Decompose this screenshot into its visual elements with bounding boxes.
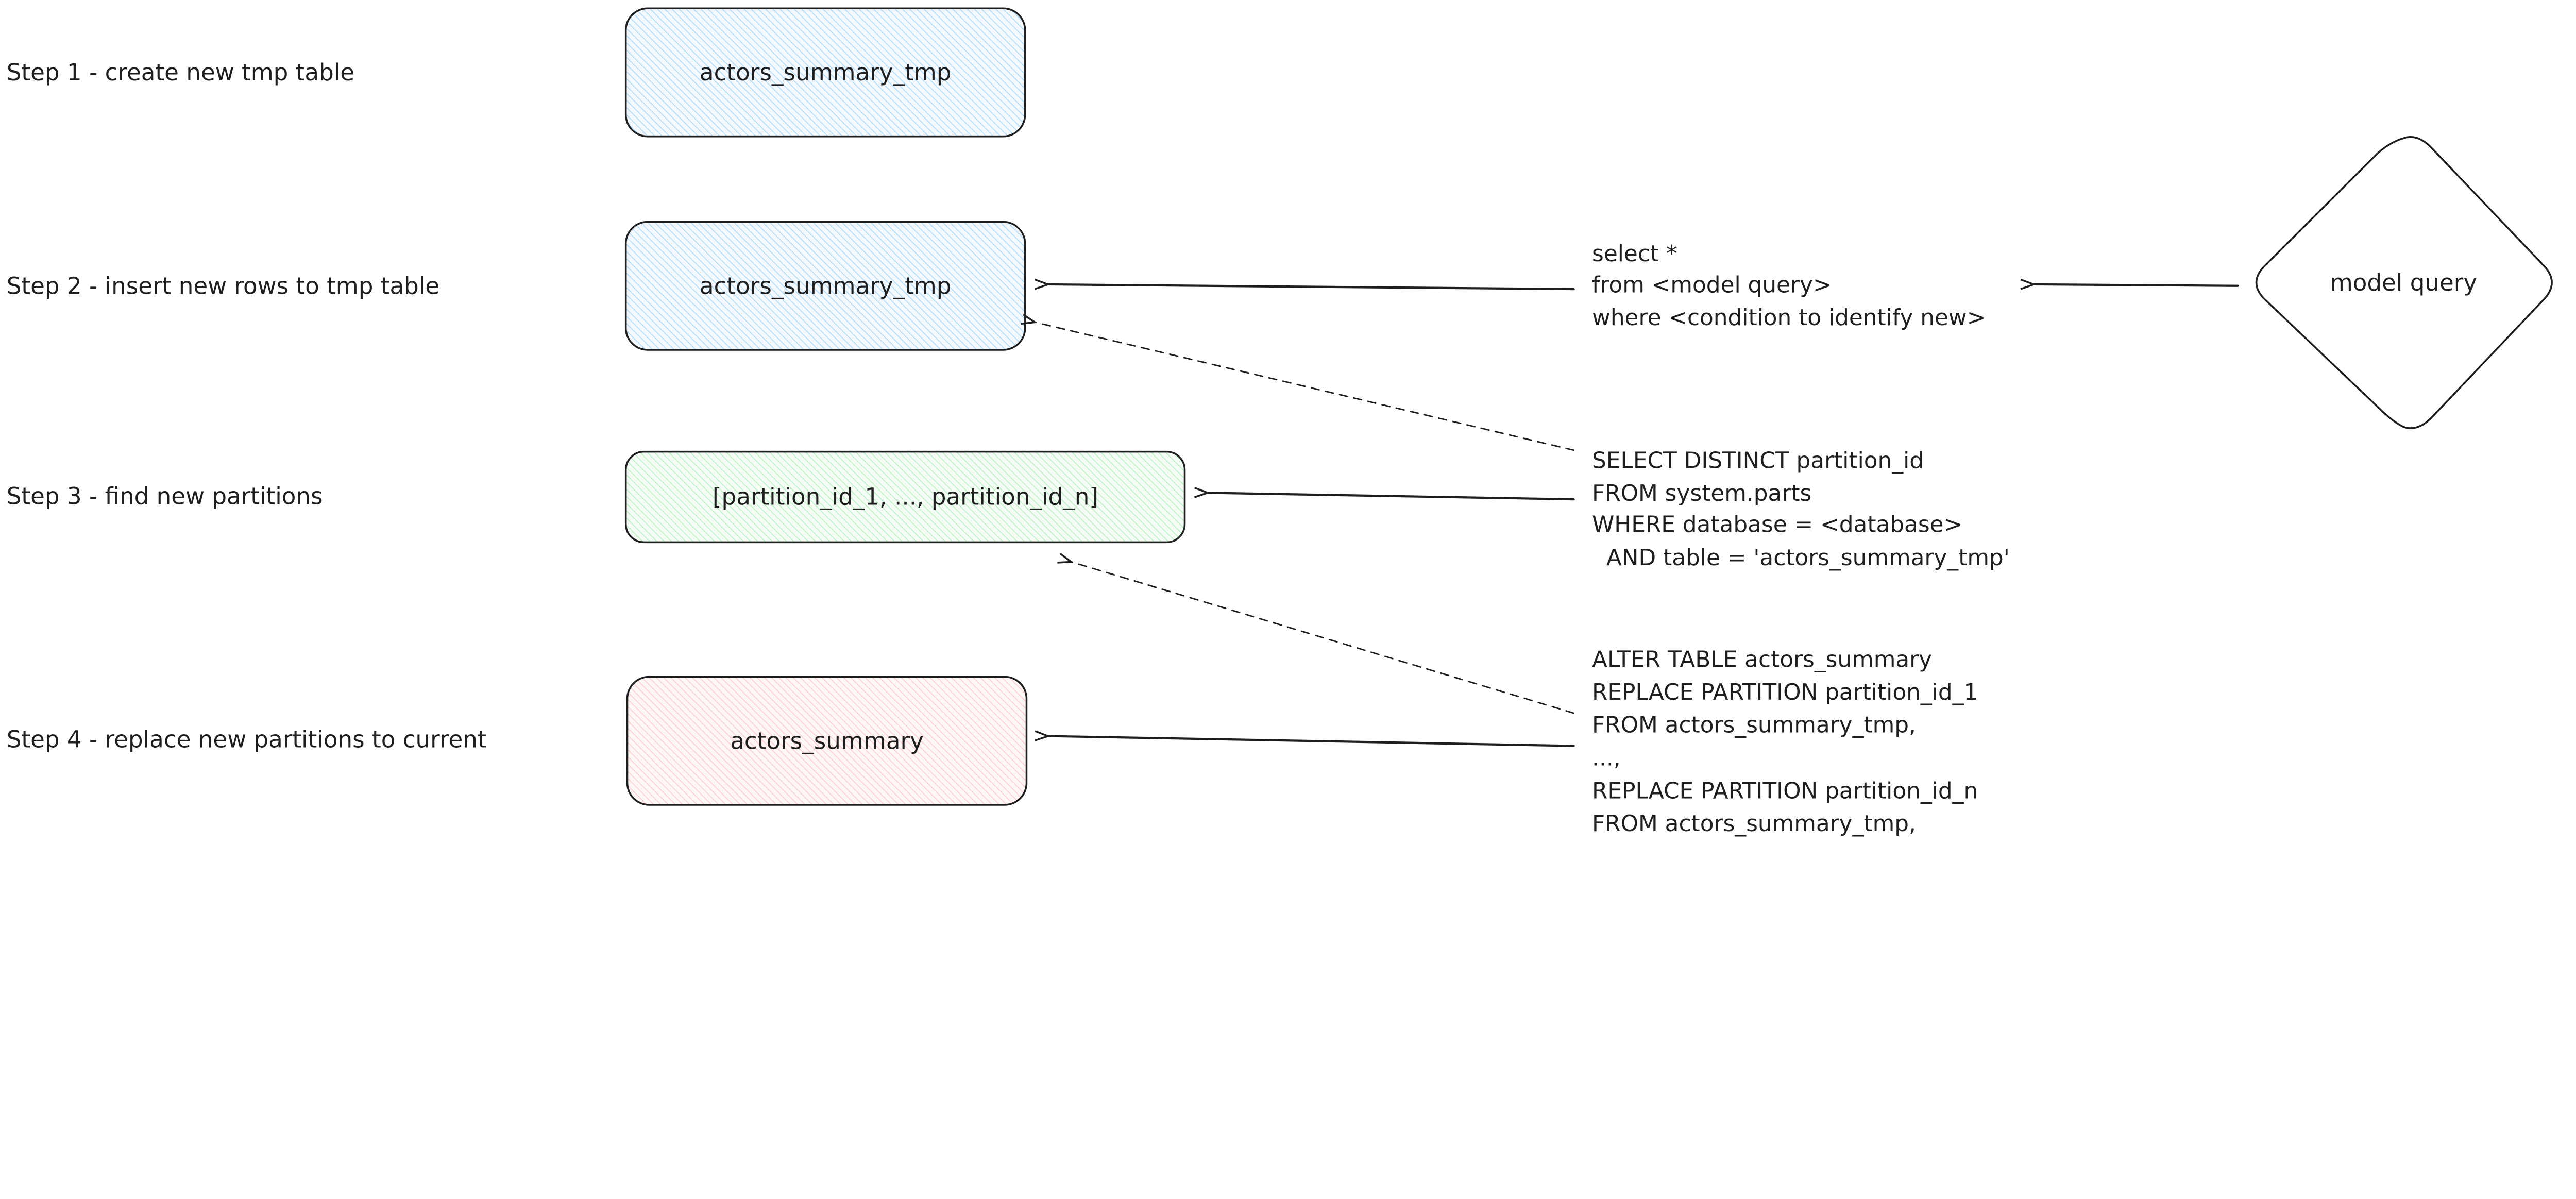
tmp-table-label: actors_summary_tmp xyxy=(700,272,952,299)
svg-text:REPLACE PARTITION partition_id: REPLACE PARTITION partition_id_n xyxy=(1592,778,1978,804)
partitions-label: [partition_id_1, ..., partition_id_n] xyxy=(713,483,1098,511)
svg-text:REPLACE PARTITION partition_id: REPLACE PARTITION partition_id_1 xyxy=(1592,679,1978,705)
arrow-replace-to-target xyxy=(1048,736,1575,747)
partitions-box[interactable]: [partition_id_1, ..., partition_id_n] xyxy=(624,450,1186,544)
step-1-label: Step 1 - create new tmp table xyxy=(7,59,354,86)
target-table-label: actors_summary xyxy=(730,727,924,754)
step-3-label: Step 3 - find new partitions xyxy=(7,482,323,510)
svg-text:FROM actors_summary_tmp,: FROM actors_summary_tmp, xyxy=(1592,712,1916,738)
model-query-diamond[interactable]: model query xyxy=(2255,136,2553,429)
dashed-arrow-partitions-query-to-tmp xyxy=(1035,322,1575,451)
svg-text:AND table = 'actors_summary_tm: AND table = 'actors_summary_tmp' xyxy=(1592,545,2010,571)
model-query-label: model query xyxy=(2330,269,2477,296)
replace-query-text: ALTER TABLE actors_summary REPLACE PARTI… xyxy=(1592,646,1978,836)
arrow-query-to-partitions xyxy=(1208,493,1575,501)
step-4-label: Step 4 - replace new partitions to curre… xyxy=(7,725,487,753)
arrow-model-to-insert xyxy=(2034,284,2239,286)
target-table-box[interactable]: actors_summary xyxy=(626,676,1028,806)
svg-text:from <model query>: from <model query> xyxy=(1592,272,1832,298)
svg-text:SELECT DISTINCT partition_id: SELECT DISTINCT partition_id xyxy=(1592,447,1924,474)
svg-text:FROM actors_summary_tmp,: FROM actors_summary_tmp, xyxy=(1592,810,1916,837)
svg-text:where <condition to identify n: where <condition to identify new> xyxy=(1592,305,1986,331)
dashed-arrow-replace-to-partitions xyxy=(1071,562,1575,714)
svg-text:...,: ..., xyxy=(1592,745,1621,771)
insert-query-text: select * from <model query> where <condi… xyxy=(1592,241,1986,331)
partitions-query-text: SELECT DISTINCT partition_id FROM system… xyxy=(1592,447,2010,570)
arrow-insert-to-tmp xyxy=(1048,284,1575,291)
step-2-label: Step 2 - insert new rows to tmp table xyxy=(7,272,439,299)
svg-text:WHERE database = <database>: WHERE database = <database> xyxy=(1592,512,1962,538)
tmp-table-label: actors_summary_tmp xyxy=(700,59,952,86)
svg-text:FROM system.parts: FROM system.parts xyxy=(1592,480,1811,506)
svg-text:ALTER TABLE actors_summary: ALTER TABLE actors_summary xyxy=(1592,646,1932,672)
tmp-table-box-step2[interactable]: actors_summary_tmp xyxy=(624,221,1026,351)
svg-text:select *: select * xyxy=(1592,241,1677,267)
tmp-table-box-step1[interactable]: actors_summary_tmp xyxy=(624,7,1026,138)
diagram-canvas: Step 1 - create new tmp table Step 2 - i… xyxy=(7,7,2553,837)
